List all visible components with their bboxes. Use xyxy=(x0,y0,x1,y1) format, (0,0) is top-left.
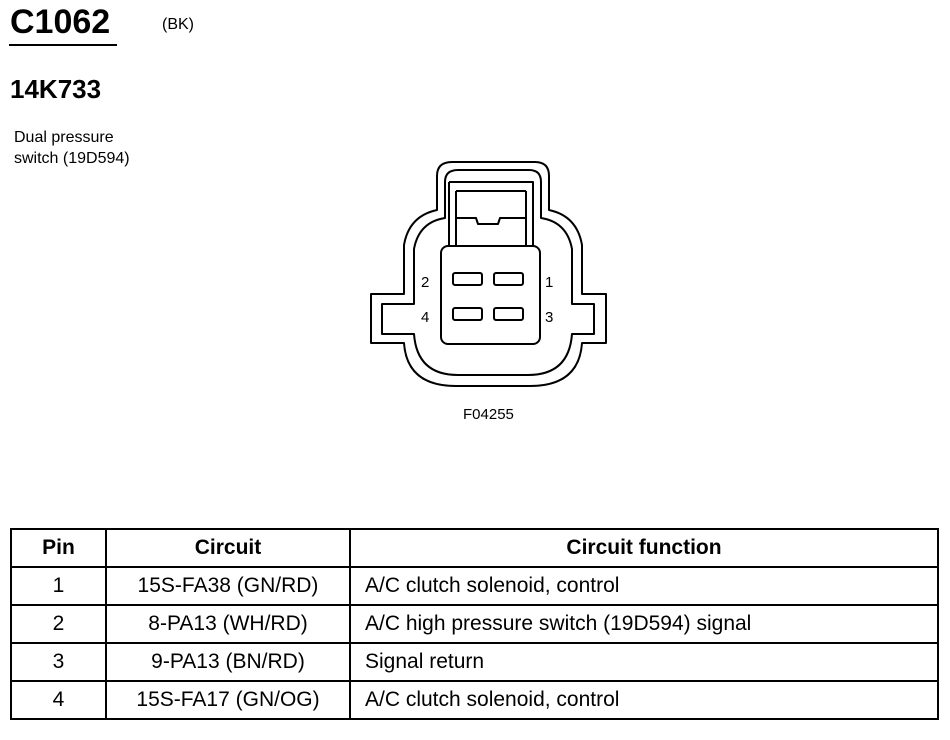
table-header-row: Pin Circuit Circuit function xyxy=(10,528,939,568)
header-circuit: Circuit xyxy=(105,528,351,568)
connector-face-diagram: 1 2 3 4 F04255 xyxy=(370,161,607,423)
connector-housing-inner xyxy=(381,169,595,376)
cell-pin: 3 xyxy=(10,642,107,682)
cell-circuit-function: A/C high pressure switch (19D594) signal xyxy=(349,604,939,644)
pin-label-2: 2 xyxy=(421,274,429,291)
connector-id: C1062 xyxy=(10,3,111,41)
figure-id: F04255 xyxy=(463,406,514,423)
table-row: 3 9-PA13 (BN/RD) Signal return xyxy=(10,642,939,682)
table-row: 2 8-PA13 (WH/RD) A/C high pressure switc… xyxy=(10,604,939,644)
terminal-1 xyxy=(493,272,524,286)
pin-label-4: 4 xyxy=(421,309,429,326)
cell-circuit-function: Signal return xyxy=(349,642,939,682)
pinout-table: Pin Circuit Circuit function 1 15S-FA38 … xyxy=(10,528,939,720)
header-pin: Pin xyxy=(10,528,107,568)
cell-circuit-function: A/C clutch solenoid, control xyxy=(349,680,939,720)
table-row: 1 15S-FA38 (GN/RD) A/C clutch solenoid, … xyxy=(10,566,939,606)
connector-housing-outer xyxy=(370,161,607,387)
terminal-2 xyxy=(452,272,483,286)
header-circuit-function: Circuit function xyxy=(349,528,939,568)
part-number: 14K733 xyxy=(10,74,102,104)
cell-circuit: 15S-FA17 (GN/OG) xyxy=(105,680,351,720)
connector-id-underline xyxy=(9,44,117,46)
cell-circuit: 9-PA13 (BN/RD) xyxy=(105,642,351,682)
terminal-cavity-block xyxy=(440,245,541,345)
cell-pin: 2 xyxy=(10,604,107,644)
pin-label-3: 3 xyxy=(545,309,553,326)
cell-pin: 1 xyxy=(10,566,107,606)
component-description: Dual pressure switch (19D594) xyxy=(14,129,130,167)
table-row: 4 15S-FA17 (GN/OG) A/C clutch solenoid, … xyxy=(10,680,939,720)
terminal-4 xyxy=(452,307,483,321)
cell-pin: 4 xyxy=(10,680,107,720)
locking-tab xyxy=(449,181,534,246)
connector-color: (BK) xyxy=(162,16,194,33)
cell-circuit: 15S-FA38 (GN/RD) xyxy=(105,566,351,606)
cell-circuit-function: A/C clutch solenoid, control xyxy=(349,566,939,606)
cell-circuit: 8-PA13 (WH/RD) xyxy=(105,604,351,644)
terminal-3 xyxy=(493,307,524,321)
pin-label-1: 1 xyxy=(545,274,553,291)
